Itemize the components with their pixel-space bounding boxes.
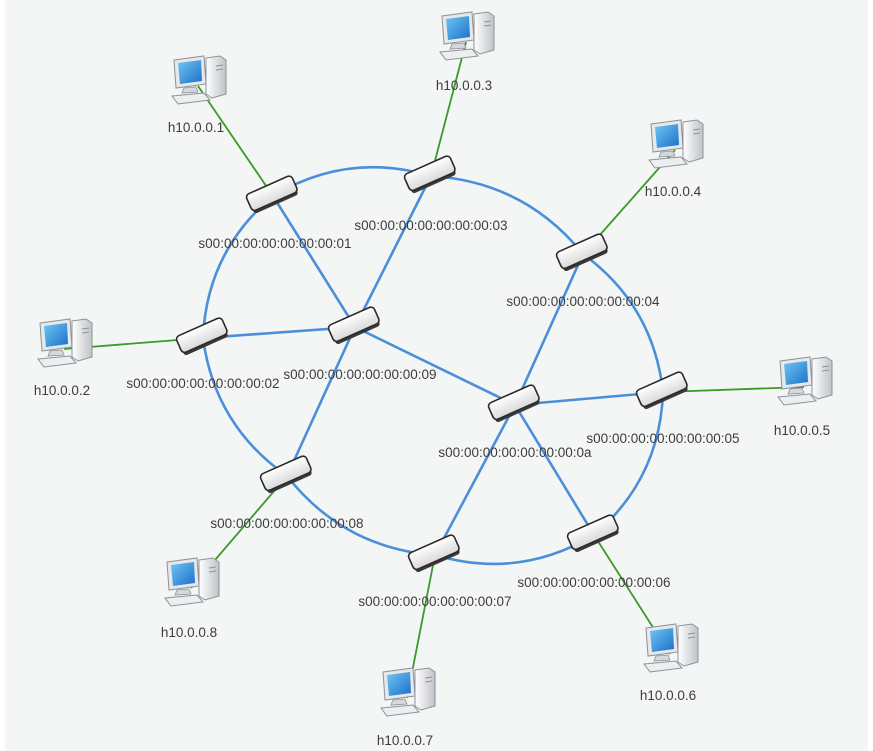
switch-icon[interactable] [403,155,457,195]
switch-label-s6: s00:00:00:00:00:00:00:06 [517,575,670,590]
switch-label-s2: s00:00:00:00:00:00:00:02 [126,376,279,391]
host-link-h3-s3 [430,41,467,177]
host-label-h2: h10.0.0.2 [34,383,90,398]
switch-link-s8-s9 [285,326,357,477]
switch-icon[interactable] [566,514,620,554]
host-label-h3: h10.0.0.3 [436,78,492,93]
network-topology-graph: s00:00:00:00:00:00:00:01s00:00:00:00:00:… [34,11,833,748]
host-label-h8: h10.0.0.8 [161,625,217,640]
switch-link-s3-s9 [353,175,433,328]
switch-icon[interactable] [327,306,381,346]
switch-label-s8: s00:00:00:00:00:00:00:08 [210,516,363,531]
host-label-h1: h10.0.0.1 [168,120,224,135]
switch-link-s4-s5 [582,252,665,393]
computer-icon[interactable] [37,318,93,368]
computer-icon[interactable] [643,623,699,673]
switch-icon[interactable] [175,317,229,357]
computer-icon[interactable] [164,557,220,607]
switch-icon[interactable] [487,384,541,424]
switch-icon[interactable] [245,175,299,215]
switch-icon[interactable] [259,455,313,495]
computer-icon[interactable] [171,55,227,105]
switch-link-s8-s2 [201,337,288,478]
switch-label-s5: s00:00:00:00:00:00:00:05 [586,431,739,446]
switch-link-sa-s7 [433,404,517,556]
switch-link-s3-s4 [430,174,585,255]
computer-icon[interactable] [439,11,495,61]
host-link-h1-s1 [197,85,274,197]
switch-label-s9: s00:00:00:00:00:00:00:09 [283,367,436,382]
switch-link-s5-s6 [593,391,665,536]
switch-link-sa-s4 [513,253,585,406]
computer-icon[interactable] [648,119,704,169]
switch-link-sa-s6 [513,404,596,536]
computer-icon[interactable] [777,356,833,406]
switch-label-s3: s00:00:00:00:00:00:00:03 [354,218,507,233]
host-label-h7: h10.0.0.7 [377,733,433,748]
switch-link-s1-s9 [271,195,357,328]
switch-icon[interactable] [635,371,689,411]
switch-label-sa: s00:00:00:00:00:00:00:0a [438,445,592,460]
host-label-h6: h10.0.0.6 [640,688,696,703]
switch-icon[interactable] [555,233,609,273]
nodes-layer [37,11,833,717]
switch-icon[interactable] [407,534,461,574]
switch-link-s9-sa [354,325,516,407]
labels-layer: s00:00:00:00:00:00:00:01s00:00:00:00:00:… [34,78,830,748]
host-label-h5: h10.0.0.5 [774,423,830,438]
switch-label-s4: s00:00:00:00:00:00:00:04 [506,294,660,309]
host-label-h4: h10.0.0.4 [645,184,702,199]
switch-link-s2-s1 [201,195,274,339]
computer-icon[interactable] [380,667,436,717]
switch-label-s1: s00:00:00:00:00:00:00:01 [198,236,351,251]
switch-label-s7: s00:00:00:00:00:00:00:07 [358,594,511,609]
